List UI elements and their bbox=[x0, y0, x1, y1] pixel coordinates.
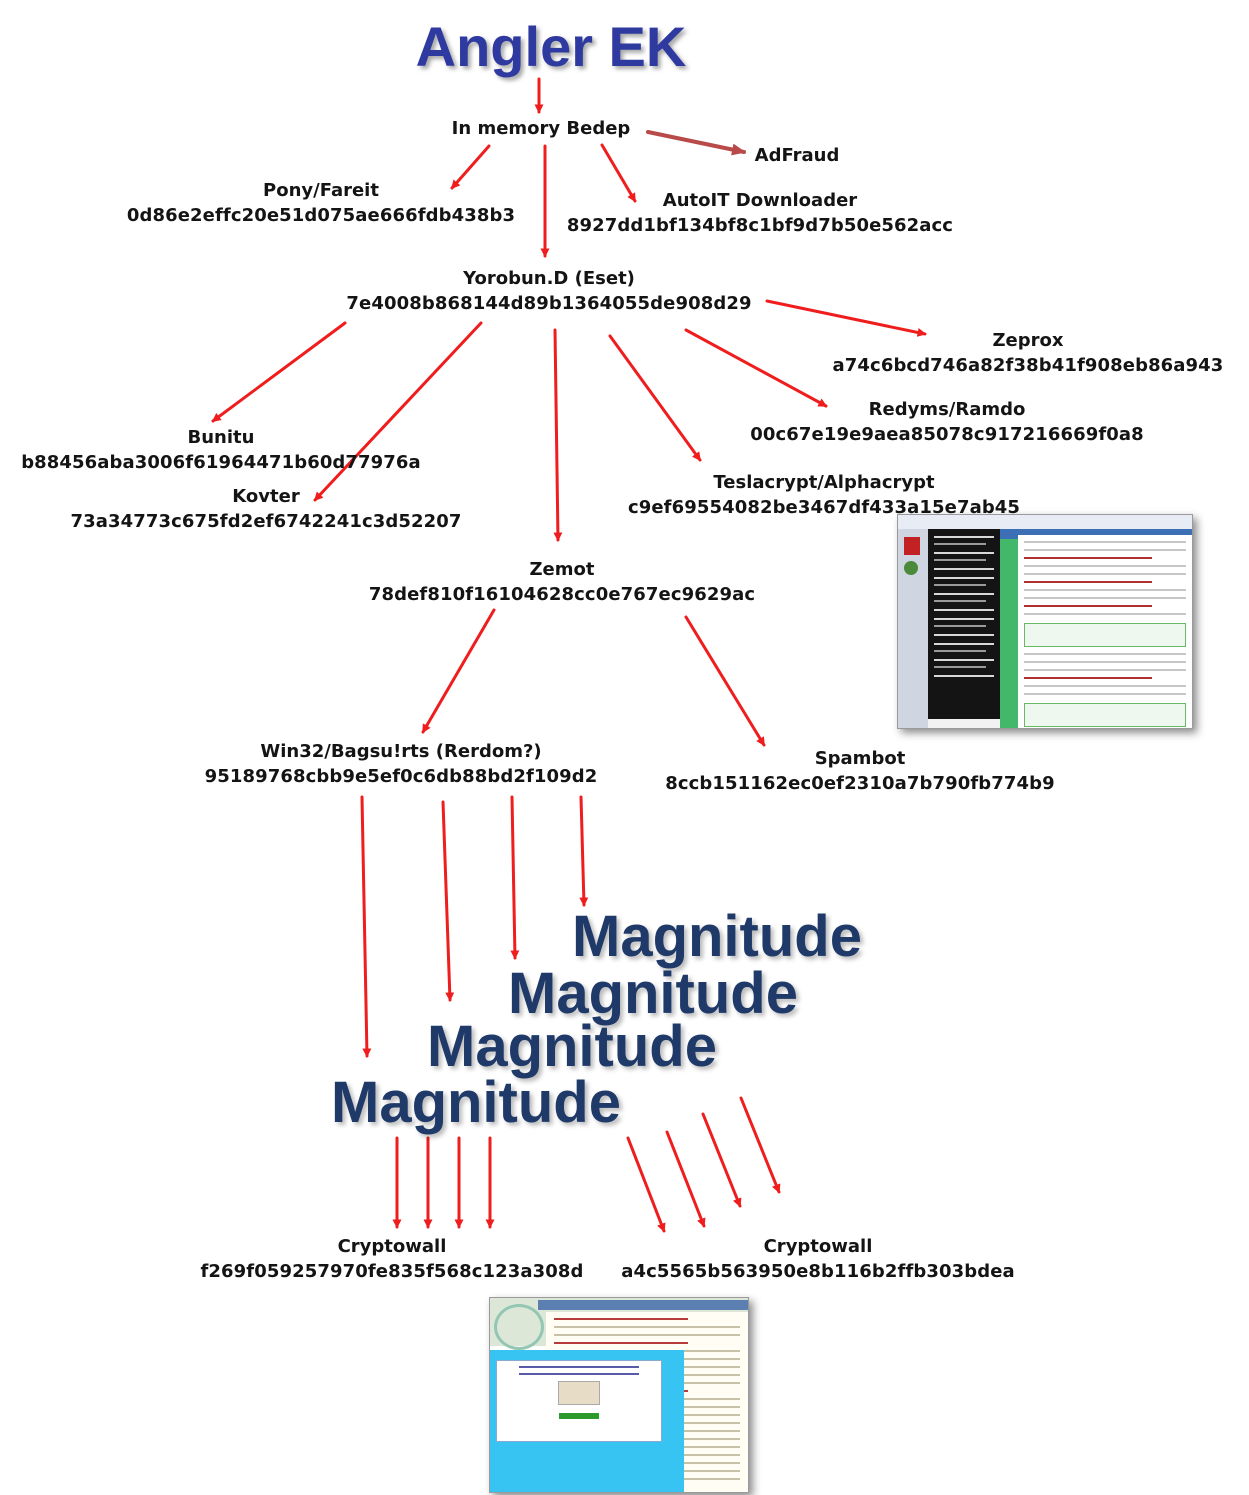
arrow-yorobun-to-zeprox bbox=[765, 299, 927, 337]
arrow-yorobun-to-redyms bbox=[684, 328, 828, 408]
arrow-yorobun-to-bunitu bbox=[211, 321, 347, 423]
decrypt-service-screenshot bbox=[489, 1297, 749, 1493]
node-label: AdFraud bbox=[754, 145, 840, 166]
arrow-bagsu-to-magnitude-4 bbox=[360, 795, 372, 1058]
node-hash: a74c6bcd746a82f38b41f908eb86a943 bbox=[832, 355, 1224, 376]
arrow-zemot-to-spambot bbox=[684, 615, 766, 747]
node-label: Kovter bbox=[232, 486, 300, 507]
node-spambot: Spambot 8ccb151162ec0ef2310a7b790fb774b9 bbox=[665, 746, 1054, 796]
node-hash: 78def810f16104628cc0e767ec9629ac bbox=[368, 584, 756, 605]
diagram-title: Angler EK bbox=[415, 15, 687, 78]
node-cryptowall-2: Cryptowall a4c5565b563950e8b116b2ffb303b… bbox=[621, 1234, 1015, 1284]
node-label: Zemot bbox=[529, 559, 595, 580]
arrow-bedep-to-adfraud bbox=[646, 130, 746, 156]
node-bedep: In memory Bedep bbox=[452, 116, 631, 141]
node-label: Zeprox bbox=[992, 330, 1064, 351]
magnitude-label-3: Magnitude bbox=[427, 1014, 717, 1079]
node-hash: 8ccb151162ec0ef2310a7b790fb774b9 bbox=[665, 773, 1055, 794]
arrow-bagsu-to-magnitude-3 bbox=[441, 800, 455, 1002]
node-label: Cryptowall bbox=[337, 1236, 447, 1257]
arrow-yorobun-to-teslacrypt bbox=[608, 334, 702, 462]
node-label: Win32/Bagsu!rts (Rerdom?) bbox=[260, 741, 542, 762]
node-label: Yorobun.D (Eset) bbox=[463, 268, 635, 289]
node-pony: Pony/Fareit 0d86e2effc20e51d075ae666fdb4… bbox=[127, 178, 515, 228]
arrow-magnitude-to-cryptowall-2-c bbox=[701, 1112, 742, 1208]
arrow-bedep-to-pony bbox=[450, 144, 491, 190]
magnitude-label-1: Magnitude bbox=[572, 904, 862, 969]
node-bagsu: Win32/Bagsu!rts (Rerdom?) 95189768cbb9e5… bbox=[205, 739, 598, 789]
node-hash: b88456aba3006f61964471b60d77976a bbox=[21, 452, 421, 473]
node-hash: 00c67e19e9aea85078c917216669f0a8 bbox=[750, 424, 1144, 445]
node-kovter: Kovter 73a34773c675fd2ef6742241c3d52207 bbox=[71, 484, 462, 534]
node-hash: 95189768cbb9e5ef0c6db88bd2f109d2 bbox=[204, 766, 598, 787]
node-hash: a4c5565b563950e8b116b2ffb303bdea bbox=[621, 1261, 1015, 1282]
node-label: Spambot bbox=[814, 748, 906, 769]
arrow-magnitude-to-cryptowall-2-a bbox=[626, 1136, 666, 1233]
node-hash: f269f059257970fe835f568c123a308d bbox=[200, 1261, 584, 1282]
node-hash: 7e4008b868144d89b1364055de908d29 bbox=[346, 293, 752, 314]
node-label: AutoIT Downloader bbox=[662, 190, 858, 211]
magnitude-label-4: Magnitude bbox=[331, 1070, 621, 1135]
arrow-bagsu-to-magnitude-2 bbox=[510, 795, 520, 960]
node-label: Teslacrypt/Alphacrypt bbox=[713, 472, 935, 493]
node-redyms: Redyms/Ramdo 00c67e19e9aea85078c91721666… bbox=[750, 397, 1144, 447]
node-cryptowall-1: Cryptowall f269f059257970fe835f568c123a3… bbox=[200, 1234, 583, 1284]
node-hash: c9ef69554082be3467df433a15e7ab45 bbox=[627, 497, 1021, 518]
arrow-magnitude-to-cryptowall-2-d bbox=[739, 1096, 781, 1194]
arrow-magnitude-to-cryptowall-2-b bbox=[665, 1130, 706, 1228]
node-hash: 73a34773c675fd2ef6742241c3d52207 bbox=[70, 511, 462, 532]
node-yorobun: Yorobun.D (Eset) 7e4008b868144d89b136405… bbox=[346, 266, 751, 316]
ransom-note-screenshot bbox=[897, 514, 1193, 729]
node-label: Bunitu bbox=[187, 427, 255, 448]
node-autoit: AutoIT Downloader 8927dd1bf134bf8c1bf9d7… bbox=[567, 188, 953, 238]
node-zeprox: Zeprox a74c6bcd746a82f38b41f908eb86a943 bbox=[833, 328, 1224, 378]
magnitude-label-2: Magnitude bbox=[508, 961, 798, 1026]
node-hash: 8927dd1bf134bf8c1bf9d7b50e562acc bbox=[566, 215, 954, 236]
arrow-yorobun-to-zemot bbox=[553, 328, 563, 542]
node-hash: 0d86e2effc20e51d075ae666fdb438b3 bbox=[126, 205, 516, 226]
arrow-yorobun-to-kovter bbox=[313, 321, 483, 502]
arrow-bagsu-to-magnitude-1 bbox=[579, 795, 589, 907]
arrow-zemot-to-bagsu bbox=[421, 608, 496, 734]
arrow-bedep-to-autoit bbox=[600, 143, 637, 203]
node-label: Redyms/Ramdo bbox=[868, 399, 1026, 420]
node-label: In memory Bedep bbox=[451, 118, 631, 139]
node-adfraud: AdFraud bbox=[755, 143, 840, 168]
node-zemot: Zemot 78def810f16104628cc0e767ec9629ac bbox=[369, 557, 755, 607]
node-bunitu: Bunitu b88456aba3006f61964471b60d77976a bbox=[21, 425, 421, 475]
node-teslacrypt: Teslacrypt/Alphacrypt c9ef69554082be3467… bbox=[628, 470, 1020, 520]
node-label: Pony/Fareit bbox=[263, 180, 379, 201]
node-label: Cryptowall bbox=[763, 1236, 873, 1257]
